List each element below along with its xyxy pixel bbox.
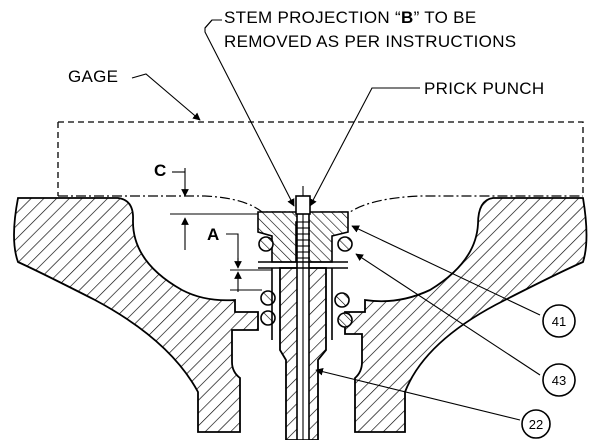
housing-right (344, 197, 588, 433)
dimension-a (226, 233, 272, 292)
housing-left (13, 197, 259, 433)
stem-projection-b (295, 195, 311, 215)
stem-body-lower (279, 267, 299, 440)
svg-text:43: 43 (552, 373, 566, 388)
stem-projection-label-line1: STEM PROJECTION “B” TO BE (224, 8, 476, 27)
o-ring-upper-right (337, 236, 353, 252)
svg-text:22: 22 (529, 417, 543, 432)
o-ring-upper-left (258, 236, 274, 252)
o-ring-mid-right (334, 292, 350, 308)
stem-projection-label-line2: REMOVED AS PER INSTRUCTIONS (224, 32, 516, 51)
stem-body-lower-right (307, 267, 327, 440)
callout-22: 22 (521, 409, 551, 439)
o-ring-low-left (260, 310, 276, 326)
svg-text:41: 41 (552, 314, 566, 329)
o-ring-mid-left (260, 290, 276, 306)
o-ring-low-right (337, 312, 353, 328)
dimension-upper (170, 213, 258, 250)
spring-coils (296, 221, 310, 259)
prick-punch-label: PRICK PUNCH (424, 79, 544, 98)
callout-41: 41 (542, 304, 576, 338)
gage-label: GAGE (68, 67, 118, 86)
dimension-a-label: A (207, 225, 219, 244)
callout-43: 43 (542, 363, 576, 397)
dimension-c-label: C (154, 161, 166, 180)
dimension-c (172, 168, 189, 197)
leader-lines (131, 19, 541, 421)
